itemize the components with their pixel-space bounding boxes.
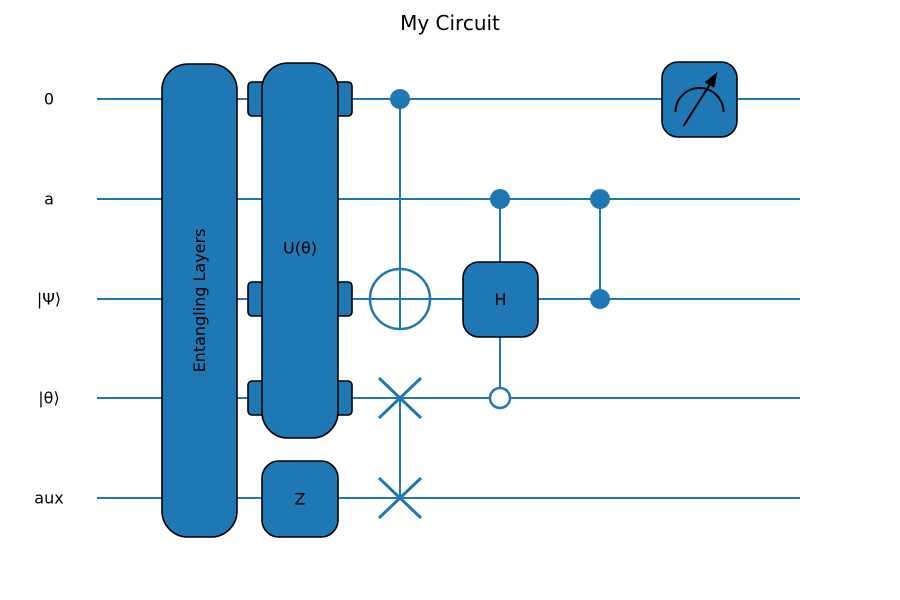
- entangling-layers-gate: Entangling Layers: [161, 63, 238, 538]
- u-theta-gate-box: [261, 62, 339, 439]
- wires-layer: 0 a |Ψ⟩ |θ⟩ aux: [34, 90, 800, 508]
- cnot-gate: [368, 89, 432, 331]
- u-theta-gate-label: U(θ): [283, 239, 317, 258]
- entangling-layers-gate-box: [161, 63, 238, 538]
- wire-label-2: |Ψ⟩: [37, 290, 61, 309]
- swap-gate-cross-icon: [377, 476, 423, 520]
- swap-gate-cross-icon: [377, 376, 423, 420]
- wire-label-0: 0: [44, 90, 54, 109]
- gates-layer: Entangling Layers U(θ) Z H: [161, 61, 738, 538]
- swap-gate: [377, 376, 423, 520]
- controlled-h-gate-open-control: [488, 386, 512, 410]
- wire-label-1: a: [44, 190, 54, 209]
- circuit-title: My Circuit: [400, 11, 500, 35]
- wire-label-4: aux: [34, 489, 63, 508]
- gauge-arc-icon: [674, 87, 725, 113]
- cz-gate: [590, 189, 610, 309]
- controlled-h-gate-label: H: [494, 290, 506, 309]
- z-gate-label: Z: [295, 490, 306, 509]
- entangling-layers-gate-label: Entangling Layers: [190, 229, 209, 373]
- cz-gate-control-dot: [590, 289, 610, 309]
- cnot-gate-target-icon: [368, 267, 432, 331]
- z-gate-box: [261, 460, 339, 538]
- u-theta-gate: U(θ): [247, 62, 353, 439]
- gauge-arrowhead-icon: [704, 72, 718, 88]
- controlled-h-gate-box: [462, 261, 539, 338]
- wire-label-3: |θ⟩: [38, 389, 59, 408]
- z-gate: Z: [261, 460, 339, 538]
- cz-gate-control-dot: [590, 189, 610, 209]
- cnot-gate-control-dot: [390, 89, 410, 109]
- measurement-gate: [661, 61, 738, 138]
- controlled-h-gate-control-dot: [490, 189, 510, 209]
- controlled-h-gate: H: [462, 189, 539, 410]
- gauge-needle-icon: [682, 84, 711, 127]
